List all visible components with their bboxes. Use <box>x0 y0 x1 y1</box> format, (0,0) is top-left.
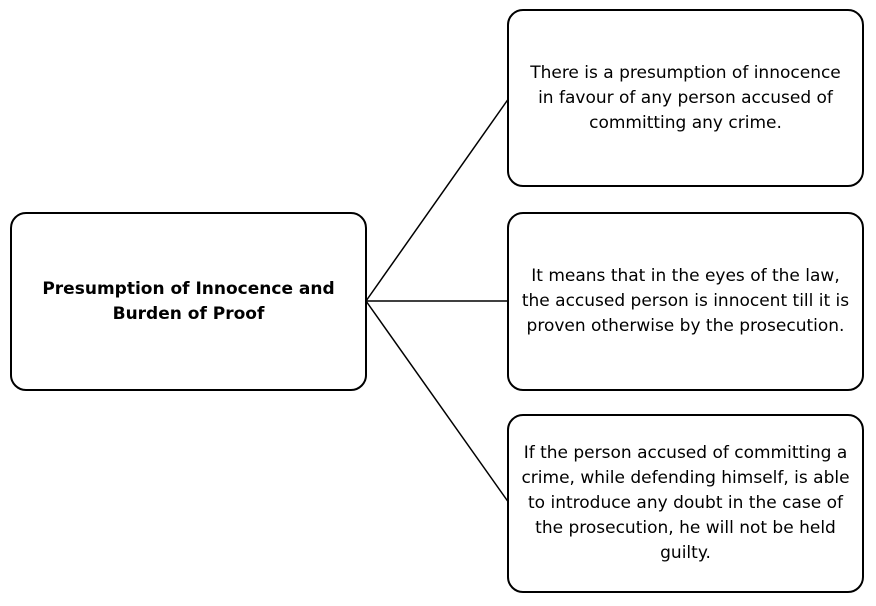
connector-1 <box>365 97 510 302</box>
central-node: Presumption of Innocence and Burden of P… <box>10 212 367 391</box>
branch-label: There is a presumption of innocence in f… <box>530 62 841 133</box>
central-label: Presumption of Innocence and Burden of P… <box>42 278 335 324</box>
connector-3 <box>365 300 510 504</box>
branch-node-3: If the person accused of committing a cr… <box>507 414 864 593</box>
branch-node-2: It means that in the eyes of the law, th… <box>507 212 864 391</box>
branch-label: It means that in the eyes of the law, th… <box>521 266 850 336</box>
branch-node-1: There is a presumption of innocence in f… <box>507 9 864 187</box>
branch-label: If the person accused of committing a cr… <box>521 443 850 563</box>
